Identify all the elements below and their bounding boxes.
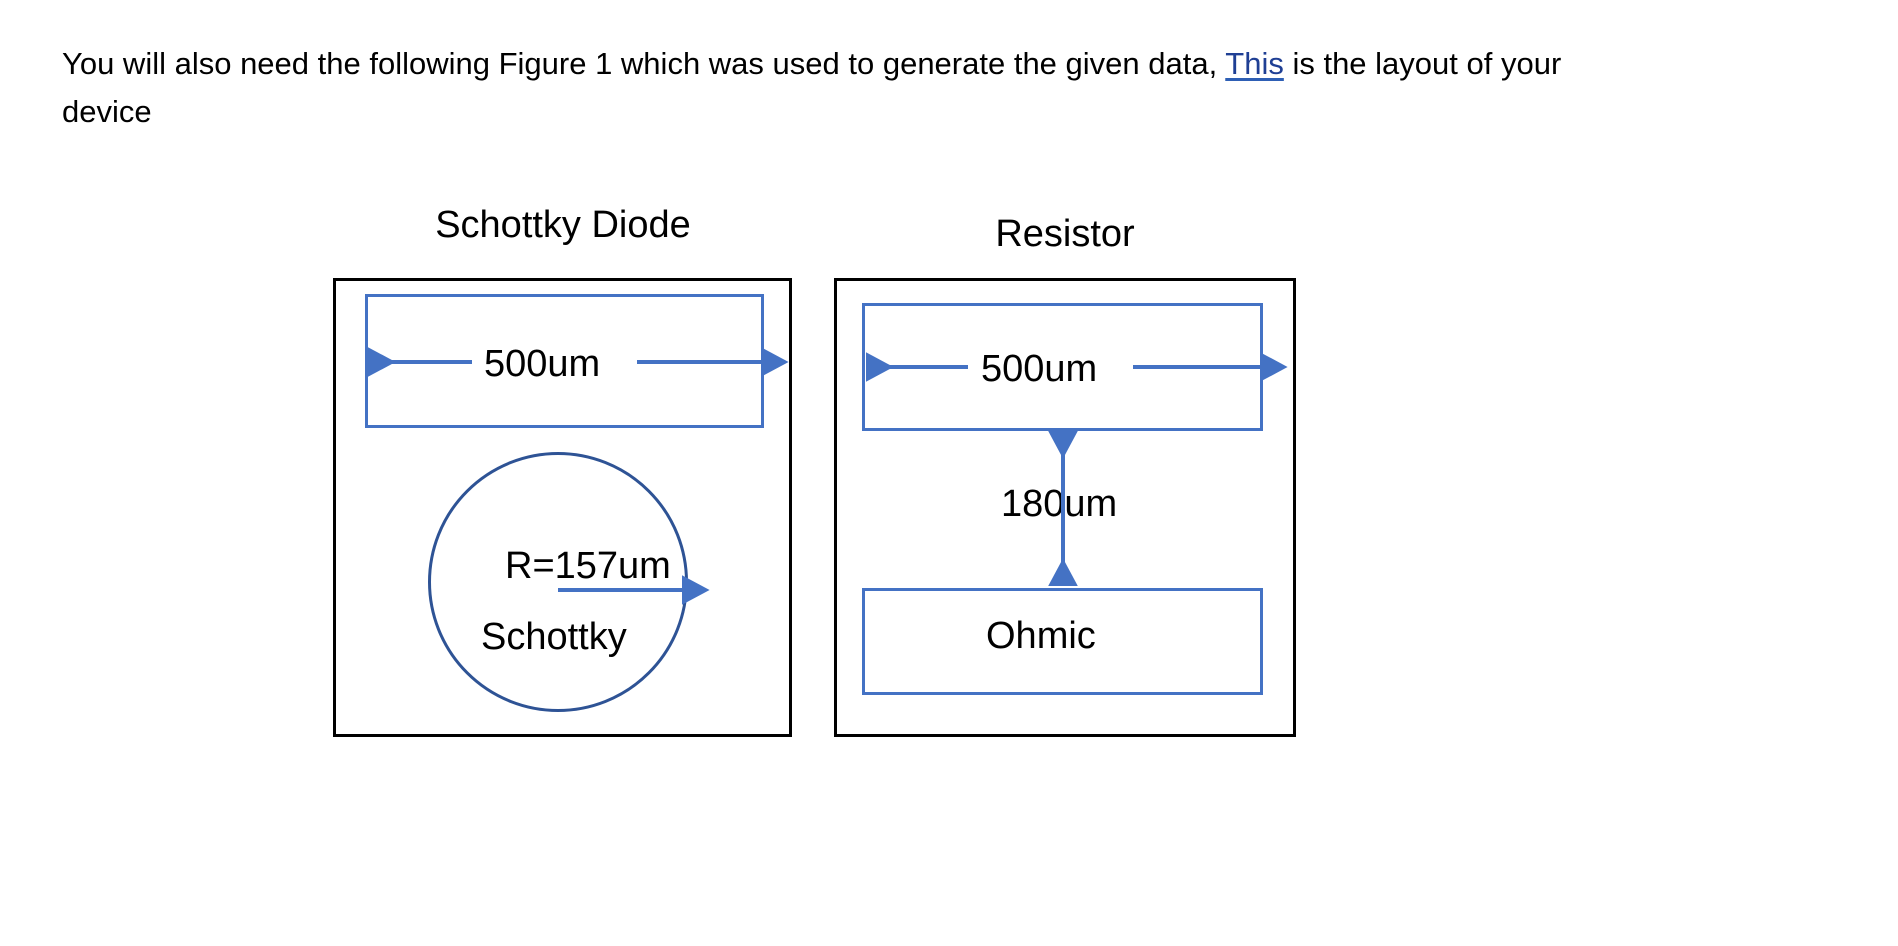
panel-title-schottky-diode: Schottky Diode [435, 204, 691, 246]
this-hyperlink[interactable]: This [1225, 46, 1284, 81]
resistor-ohmic-rectangle [862, 588, 1263, 695]
resistor-ohmic-label: Ohmic [986, 615, 1096, 657]
intro-text-after-link: is the layout of your device [62, 46, 1570, 129]
schottky-contact-label: Schottky [481, 616, 627, 658]
panel-title-resistor: Resistor [995, 213, 1135, 255]
schottky-width-dimension-label: 500um [478, 342, 607, 386]
resistor-gap-dimension-label: 180um [995, 482, 1124, 526]
resistor-width-dimension-label: 500um [975, 347, 1104, 391]
intro-text-before-link: You will also need the following Figure … [62, 46, 1226, 81]
intro-paragraph: You will also need the following Figure … [62, 40, 1562, 136]
schottky-radius-label: R=157um [505, 545, 671, 587]
